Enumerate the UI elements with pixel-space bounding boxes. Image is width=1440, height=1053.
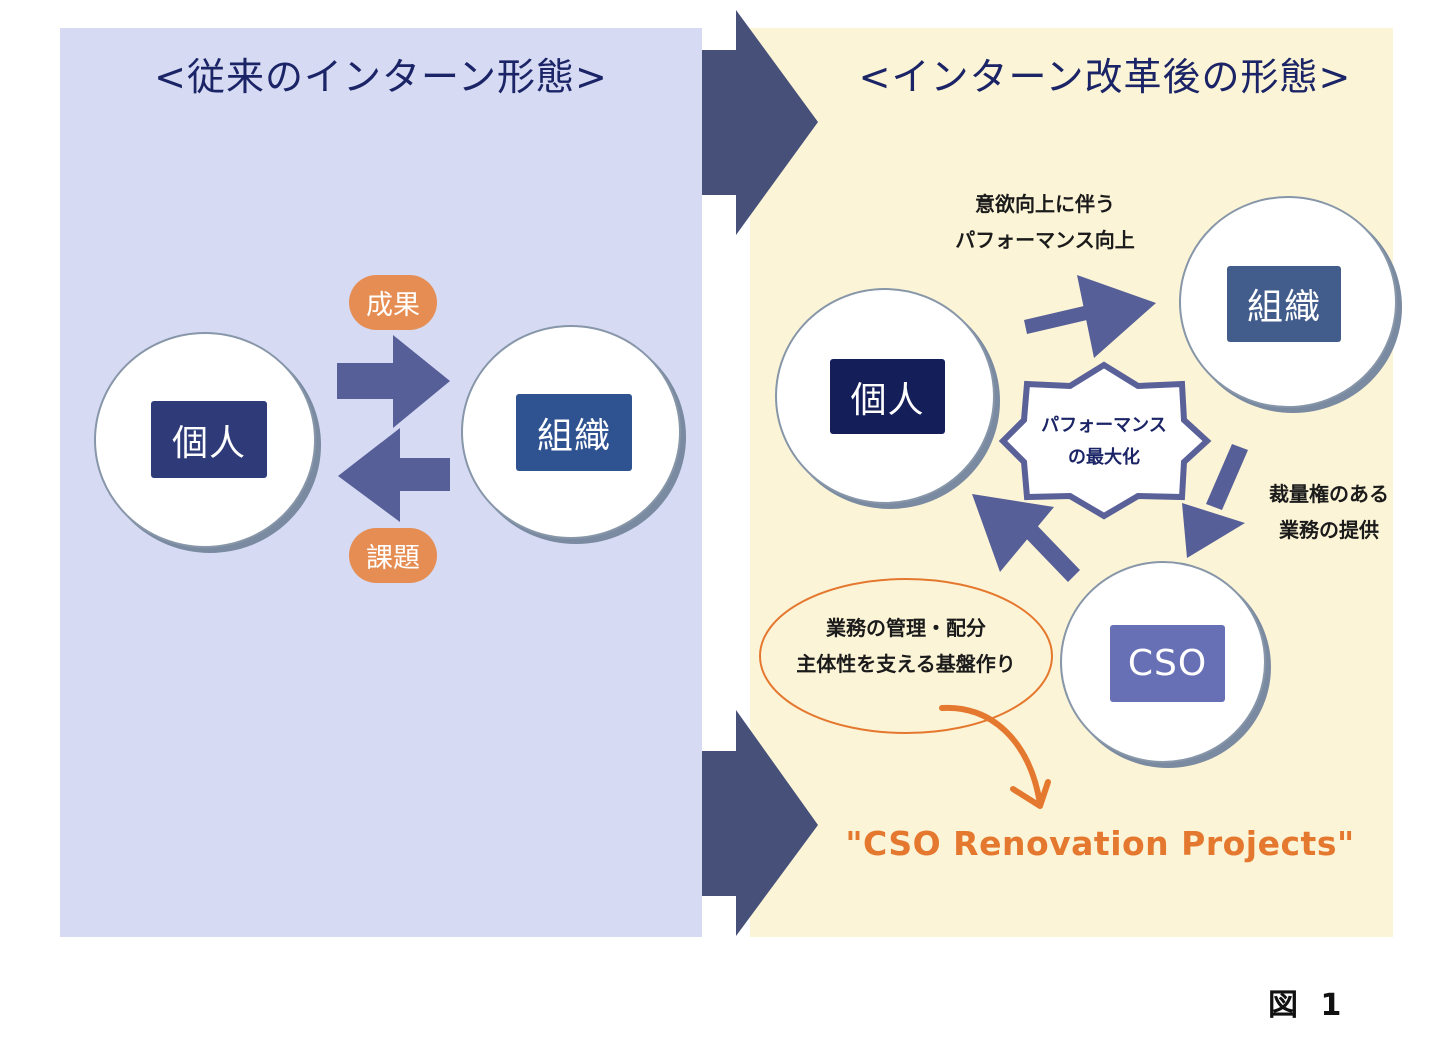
- arrow-result-to-org: [337, 335, 450, 428]
- pill-issue: 課題: [349, 528, 437, 583]
- burst-line-1: パフォーマンス: [1041, 415, 1167, 436]
- annotation-ellipse-line-2: 主体性を支える基盤作り: [796, 652, 1016, 676]
- title-traditional: <従来のインターン形態>: [154, 55, 608, 99]
- node-cso: CSO: [1110, 625, 1225, 702]
- annotation-ellipse-line-1: 業務の管理・配分: [826, 616, 986, 640]
- curved-arrow-head: [1010, 779, 1051, 809]
- annotation-top-line-2: パフォーマンス向上: [955, 228, 1135, 252]
- transition-arrow-bottom: [702, 710, 818, 936]
- node-individual-left: 個人: [151, 401, 267, 478]
- figure-caption: 図 1: [1268, 988, 1348, 1023]
- burst-line-2: の最大化: [1068, 447, 1140, 468]
- annotation-top: 意欲向上に伴う パフォーマンス向上: [920, 186, 1170, 258]
- annotation-right-line-1: 裁量権のある: [1269, 482, 1389, 506]
- burst-text: パフォーマンス の最大化: [1014, 410, 1194, 474]
- curved-arrow-to-project: [939, 704, 1043, 807]
- annotation-ellipse: 業務の管理・配分 主体性を支える基盤作り: [766, 610, 1046, 682]
- performance-burst: [998, 361, 1212, 520]
- transition-arrow-top: [702, 10, 818, 235]
- arrow-org-to-cso: [1182, 444, 1248, 558]
- project-label: "CSO Renovation Projects": [845, 824, 1355, 863]
- pill-result: 成果: [349, 275, 437, 330]
- arrow-issue-to-individual: [338, 428, 450, 522]
- node-organization-left: 組織: [516, 394, 632, 471]
- arrow-cso-to-individual: [972, 494, 1080, 582]
- cso-role-ellipse: [759, 578, 1053, 734]
- annotation-right: 裁量権のある 業務の提供: [1250, 476, 1408, 548]
- title-reformed: <インターン改革後の形態>: [858, 55, 1352, 99]
- arrow-individual-to-org: [1024, 275, 1156, 358]
- node-organization-right: 組織: [1227, 266, 1341, 342]
- annotation-top-line-1: 意欲向上に伴う: [975, 192, 1115, 216]
- node-individual-right: 個人: [830, 359, 945, 434]
- annotation-right-line-2: 業務の提供: [1279, 518, 1379, 542]
